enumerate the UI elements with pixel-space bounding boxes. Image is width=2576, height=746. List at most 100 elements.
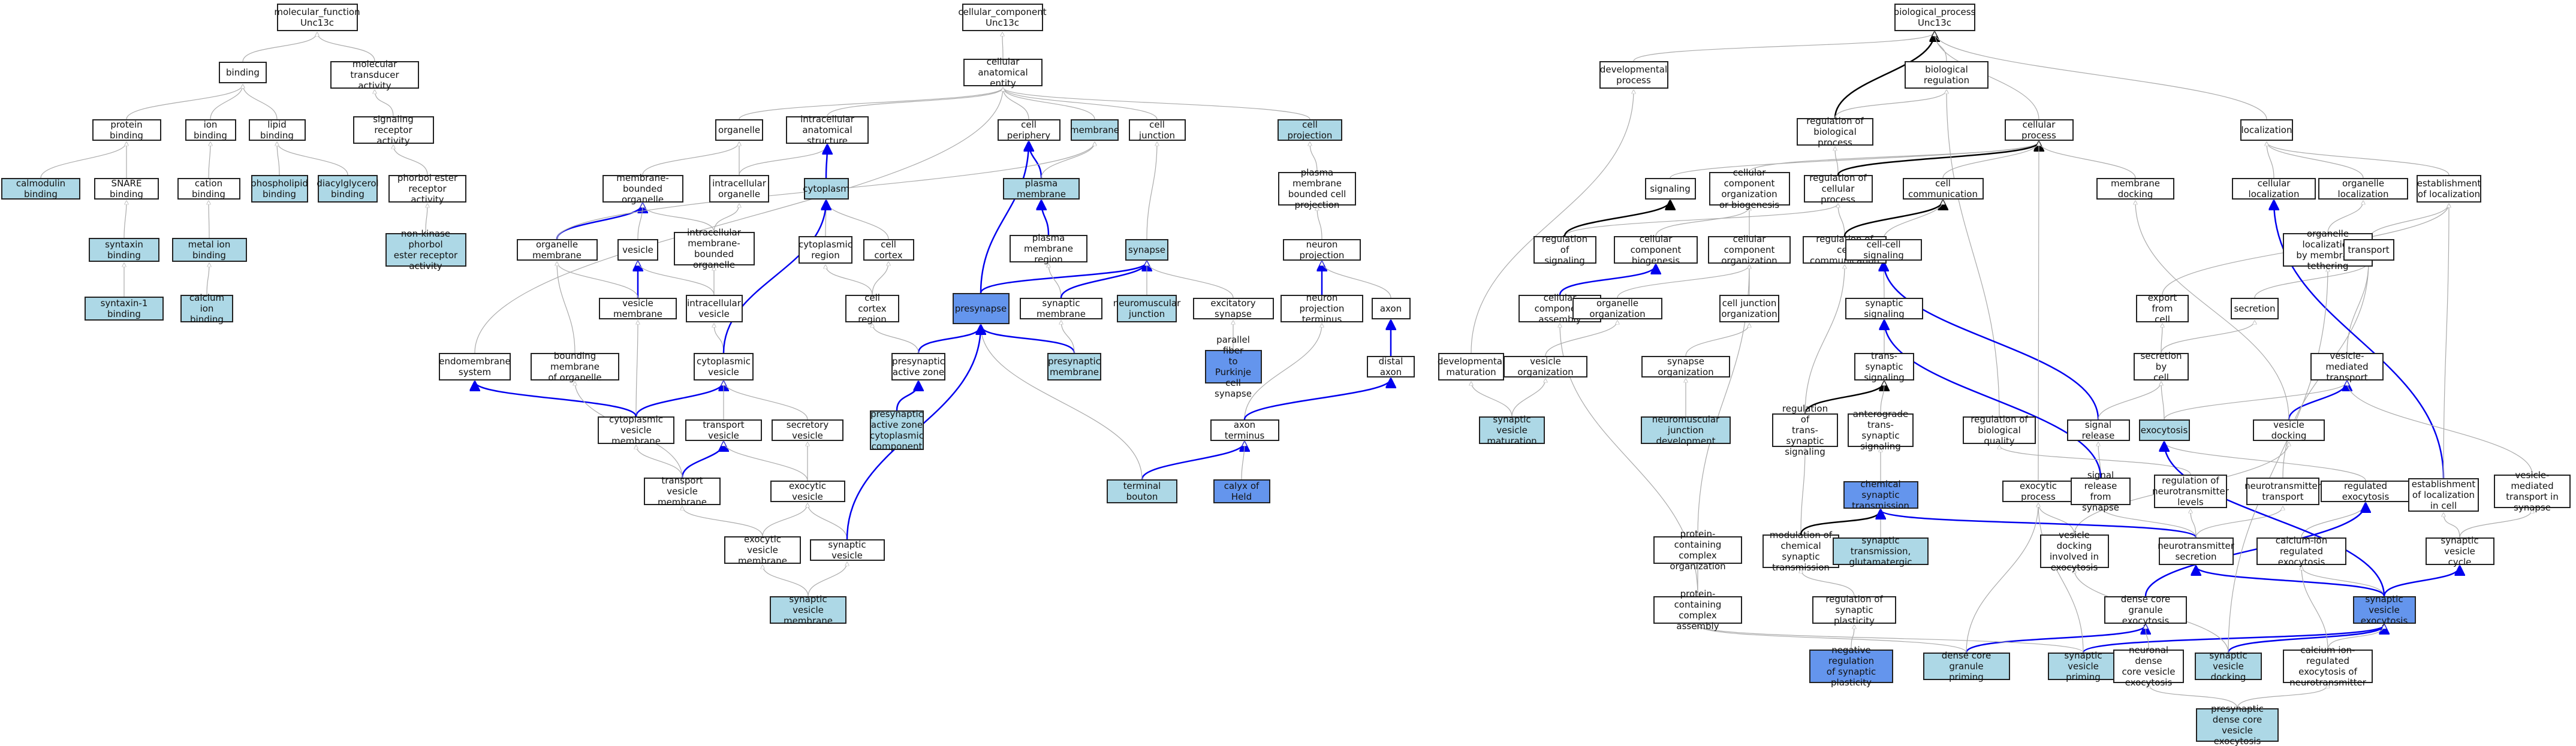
term-node-synaptic-vesicle-maturation[interactable]: synaptic vesicle maturation xyxy=(1479,414,1545,446)
term-node-trans-synaptic-signaling[interactable]: trans-synaptic signaling xyxy=(1854,351,1914,383)
term-node-exocytic-vesicle-membrane[interactable]: exocytic vesicle membrane xyxy=(724,534,801,566)
term-node-synaptic-vesicle-docking[interactable]: synaptic vesicle docking xyxy=(2195,650,2262,682)
term-node-syntaxin-binding[interactable]: syntaxin binding xyxy=(89,238,159,262)
term-node-excitatory-synapse[interactable]: excitatory synapse xyxy=(1192,298,1274,319)
term-node-transport[interactable]: transport xyxy=(2343,239,2394,261)
term-node-signal-release-from-synapse[interactable]: signal release from synapse xyxy=(2071,470,2131,513)
term-node-anterograde-trans-synaptic-signaling[interactable]: anterograde trans-synaptic signaling xyxy=(1848,409,1914,452)
term-node-dense-core-granule-priming[interactable]: dense core granule priming xyxy=(1923,650,2010,682)
term-node-regulation-of-biological-quality[interactable]: regulation of biological quality xyxy=(1963,414,2036,446)
term-node-vesicle-mediated-transport[interactable]: vesicle-mediated transport xyxy=(2310,351,2384,383)
term-node-establishment-of-localization-in-cell[interactable]: establishment of localization in cell xyxy=(2408,478,2479,512)
term-node-cell-periphery[interactable]: cell periphery xyxy=(997,119,1060,141)
term-node-molecular-function[interactable]: molecular_function Unc13c xyxy=(274,4,360,31)
term-node-neurotransmitter-secretion[interactable]: neurotransmitter secretion xyxy=(2158,537,2234,565)
term-node-exocytic-process[interactable]: exocytic process xyxy=(2002,481,2074,502)
term-node-localization[interactable]: localization xyxy=(2240,119,2293,141)
term-node-cellular-localization[interactable]: cellular localization xyxy=(2232,178,2316,200)
term-node-intracellular-vesicle[interactable]: intracellular vesicle xyxy=(685,295,743,322)
term-node-transport-vesicle-membrane[interactable]: transport vesicle membrane xyxy=(644,475,721,508)
term-node-snare-binding[interactable]: SNARE binding xyxy=(94,178,159,200)
term-node-plasma-membrane-bounded-cell-projection[interactable]: plasma membrane bounded cell projection xyxy=(1278,167,1356,210)
term-node-axon-terminus[interactable]: axon terminus xyxy=(1210,419,1279,441)
term-node-synaptic-vesicle-membrane[interactable]: synaptic vesicle membrane xyxy=(770,594,846,626)
term-node-cellular-anatomical-entity[interactable]: cellular anatomical entity xyxy=(963,56,1043,89)
term-node-presynaptic-membrane[interactable]: presynaptic membrane xyxy=(1047,353,1101,380)
term-node-plasma-membrane[interactable]: plasma membrane xyxy=(1003,178,1080,200)
term-node-regulation-of-biological-process[interactable]: regulation of biological process xyxy=(1797,116,1873,148)
term-node-cell-projection[interactable]: cell projection xyxy=(1278,119,1342,141)
term-node-cell-cortex[interactable]: cell cortex xyxy=(863,239,914,261)
term-node-vesicle-organization[interactable]: vesicle organization xyxy=(1504,356,1587,377)
term-node-cytoplasmic-vesicle-membrane[interactable]: cytoplasmic vesicle membrane xyxy=(598,414,674,446)
term-node-synaptic-vesicle-exocytosis[interactable]: synaptic vesicle exocytosis xyxy=(2352,594,2416,626)
term-node-intracellular-membrane-bounded-organelle[interactable]: intracellular membrane-bounded organelle xyxy=(673,227,755,270)
term-node-secretory-vesicle[interactable]: secretory vesicle xyxy=(772,419,843,441)
term-node-calcium-ion-regulated-exocytosis[interactable]: calcium-ion regulated exocytosis xyxy=(2256,535,2346,567)
term-node-organelle-organization[interactable]: organelle organization xyxy=(1572,298,1662,319)
term-node-developmental-maturation[interactable]: developmental maturation xyxy=(1438,353,1505,380)
term-node-bounding-membrane-of-organelle[interactable]: bounding membrane of organelle xyxy=(531,351,619,383)
term-node-regulated-exocytosis[interactable]: regulated exocytosis xyxy=(2321,481,2411,502)
term-node-lipid-binding[interactable]: lipid binding xyxy=(248,119,306,141)
term-node-negative-regulation-of-synaptic-plasticity[interactable]: negative regulation of synaptic plastici… xyxy=(1809,645,1893,688)
term-node-syntaxin1-binding[interactable]: syntaxin-1 binding xyxy=(85,297,164,321)
term-node-neuromuscular-junction-development[interactable]: neuromuscular junction development xyxy=(1641,414,1731,446)
term-node-neuron-projection[interactable]: neuron projection xyxy=(1283,239,1361,261)
term-node-cell-cortex-region[interactable]: cell cortex region xyxy=(845,292,899,325)
term-node-intracellular-anatomical-structure[interactable]: intracellular anatomical structure xyxy=(786,114,869,146)
term-node-secretion-by-cell[interactable]: secretion by cell xyxy=(2134,351,2189,383)
term-node-phorbol-ester-receptor-activity[interactable]: phorbol ester receptor activity xyxy=(388,173,466,205)
term-node-synapse[interactable]: synapse xyxy=(1125,239,1168,261)
term-node-presynaptic-active-zone[interactable]: presynaptic active zone xyxy=(891,353,945,380)
term-node-biological-process[interactable]: biological_process Unc13c xyxy=(1894,4,1975,31)
term-node-signal-release[interactable]: signal release xyxy=(2066,419,2130,441)
term-node-metal-ion-binding[interactable]: metal ion binding xyxy=(171,238,247,262)
term-node-protein-containing-complex-organization[interactable]: protein-containing complex organization xyxy=(1653,528,1742,572)
term-node-cellular-component-organization[interactable]: cellular component organization xyxy=(1708,234,1791,266)
term-node-chemical-synaptic-transmission[interactable]: chemical synaptic transmission xyxy=(1843,479,1918,511)
term-node-neuromuscular-junction[interactable]: neuromuscular junction xyxy=(1113,295,1180,322)
term-node-regulation-of-cellular-process[interactable]: regulation of cellular process xyxy=(1803,173,1873,205)
term-node-cell-junction-organization[interactable]: cell junction organization xyxy=(1719,295,1779,322)
term-node-membrane[interactable]: membrane xyxy=(1070,119,1119,141)
term-node-vesicle-mediated-transport-in-synapse[interactable]: vesicle-mediated transport in synapse xyxy=(2494,470,2571,513)
term-node-regulation-of-neurotransmitter-levels[interactable]: regulation of neurotransmitter levels xyxy=(2152,475,2229,508)
term-node-terminal-bouton[interactable]: terminal bouton xyxy=(1107,479,1177,503)
term-node-calmodulin-binding[interactable]: calmodulin binding xyxy=(1,178,80,200)
term-node-vesicle-docking-involved-in-exocytosis[interactable]: vesicle docking involved in exocytosis xyxy=(2039,530,2109,573)
term-node-synapse-organization[interactable]: synapse organization xyxy=(1641,356,1730,377)
term-node-distal-axon[interactable]: distal axon xyxy=(1367,356,1415,377)
term-node-synaptic-vesicle[interactable]: synaptic vesicle xyxy=(809,539,885,561)
term-node-neuron-projection-terminus[interactable]: neuron projection terminus xyxy=(1281,292,1363,325)
term-node-organelle-membrane[interactable]: organelle membrane xyxy=(516,239,598,261)
term-node-cellular-component-organization-or-biogenesis[interactable]: cellular component organization or bioge… xyxy=(1709,167,1790,210)
term-node-regulation-of-synaptic-plasticity[interactable]: regulation of synaptic plasticity xyxy=(1812,594,1896,626)
term-node-export-from-cell[interactable]: export from cell xyxy=(2136,292,2189,325)
term-node-molecular-transducer-activity[interactable]: molecular transducer activity xyxy=(330,59,419,91)
term-node-dense-core-granule-exocytosis[interactable]: dense core granule exocytosis xyxy=(2104,594,2187,626)
term-node-calcium-ion-binding[interactable]: calcium ion binding xyxy=(180,292,233,325)
term-node-synaptic-signaling[interactable]: synaptic signaling xyxy=(1845,298,1923,319)
term-node-synaptic-membrane[interactable]: synaptic membrane xyxy=(1020,298,1102,319)
term-node-organelle[interactable]: organelle xyxy=(715,119,763,141)
term-node-cellular-component[interactable]: cellular_component Unc13c xyxy=(958,4,1047,31)
term-node-axon[interactable]: axon xyxy=(1371,298,1411,319)
term-node-vesicle[interactable]: vesicle xyxy=(617,239,658,261)
term-node-organelle-localization-by-membrane-tethering[interactable]: organelle localization by membrane tethe… xyxy=(2283,228,2373,271)
term-node-diacylglycerol-binding[interactable]: diacylglycerol binding xyxy=(317,175,379,203)
term-node-membrane-docking[interactable]: membrane docking xyxy=(2096,178,2174,200)
term-node-modulation-of-chemical-synaptic-transmission[interactable]: modulation of chemical synaptic transmis… xyxy=(1762,530,1839,573)
term-node-plasma-membrane-region[interactable]: plasma membrane region xyxy=(1010,232,1087,265)
term-node-exocytosis[interactable]: exocytosis xyxy=(2138,419,2190,441)
term-node-biological-regulation[interactable]: biological regulation xyxy=(1905,61,1989,89)
term-node-vesicle-membrane[interactable]: vesicle membrane xyxy=(599,298,677,319)
term-node-cytoplasmic-vesicle[interactable]: cytoplasmic vesicle xyxy=(694,353,754,380)
term-node-presynaptic-active-zone-cytoplasmic-component[interactable]: presynaptic active zone cytoplasmic comp… xyxy=(870,409,924,452)
term-node-cellular-component-biogenesis[interactable]: cellular component biogenesis xyxy=(1614,234,1698,266)
term-node-developmental-process[interactable]: developmental process xyxy=(1599,61,1668,89)
term-node-calcium-ion-regulated-exocytosis-of-neurotransmitter[interactable]: calcium ion-regulated exocytosis of neur… xyxy=(2283,645,2373,688)
term-node-regulation-of-signaling[interactable]: regulation of signaling xyxy=(1533,234,1596,266)
term-node-neuronal-dense-core-vesicle-exocytosis[interactable]: neuronal dense core vesicle exocytosis xyxy=(2113,645,2184,688)
term-node-synaptic-vesicle-priming[interactable]: synaptic vesicle priming xyxy=(2048,650,2119,682)
